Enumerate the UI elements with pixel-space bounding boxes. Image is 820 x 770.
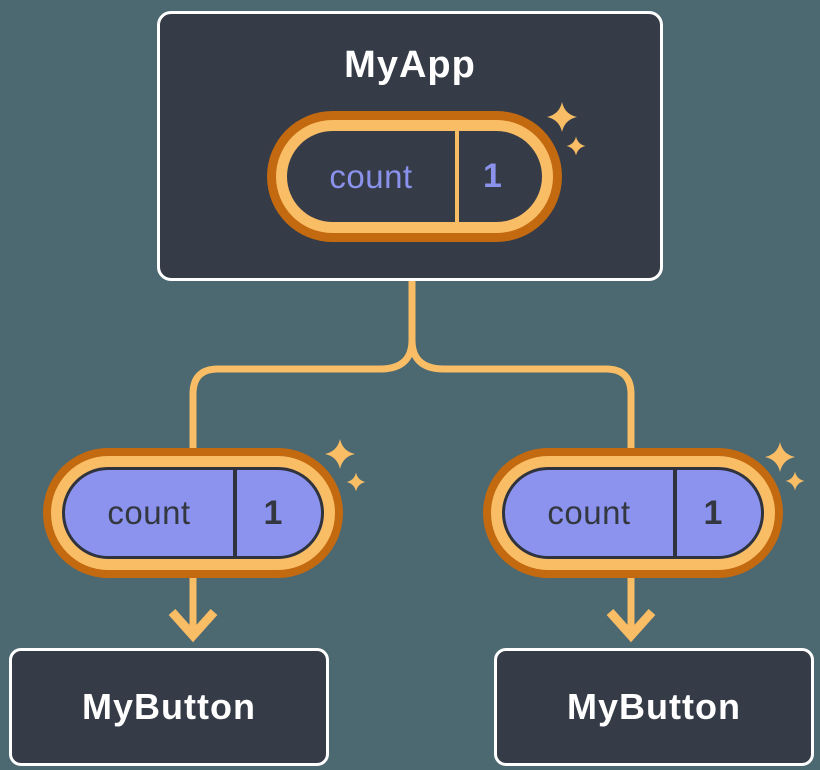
- node-title: MyButton: [82, 686, 256, 727]
- state-pill-body: count 1: [287, 131, 542, 222]
- state-pill-root: count 1: [267, 111, 562, 242]
- state-pill-body: count 1: [62, 467, 324, 559]
- state-value-label: 1: [483, 157, 502, 195]
- node-mybutton-right: MyButton: [494, 648, 814, 766]
- edge-root-to-left-child: [189, 279, 416, 460]
- sparkle-icon: [325, 439, 355, 469]
- state-value-label: 1: [703, 493, 723, 532]
- state-pill-body: count 1: [502, 467, 764, 559]
- state-pill-ring: count 1: [276, 120, 553, 233]
- state-pill-divider: [455, 131, 459, 222]
- sparkle-icon: [765, 442, 795, 472]
- sparkle-icon: [346, 472, 366, 492]
- state-pill-ring: count 1: [491, 456, 775, 570]
- arrow-head-left-icon: [168, 609, 218, 643]
- state-name-label: count: [329, 157, 413, 195]
- state-pill-right-child: count 1: [483, 448, 783, 578]
- state-pill-ring: count 1: [51, 456, 335, 570]
- arrow-head-right-icon: [606, 609, 656, 643]
- node-title: MyButton: [567, 686, 741, 727]
- state-name-label: count: [547, 494, 631, 531]
- state-pill-left-child: count 1: [43, 448, 343, 578]
- state-pill-divider: [673, 470, 677, 556]
- state-pill-divider: [233, 470, 237, 556]
- state-value-label: 1: [263, 493, 283, 532]
- state-name-label: count: [107, 494, 191, 531]
- node-mybutton-left: MyButton: [9, 648, 329, 766]
- edge-root-to-right-child: [408, 279, 635, 460]
- node-title: MyApp: [344, 44, 476, 86]
- sparkle-icon: [785, 471, 805, 491]
